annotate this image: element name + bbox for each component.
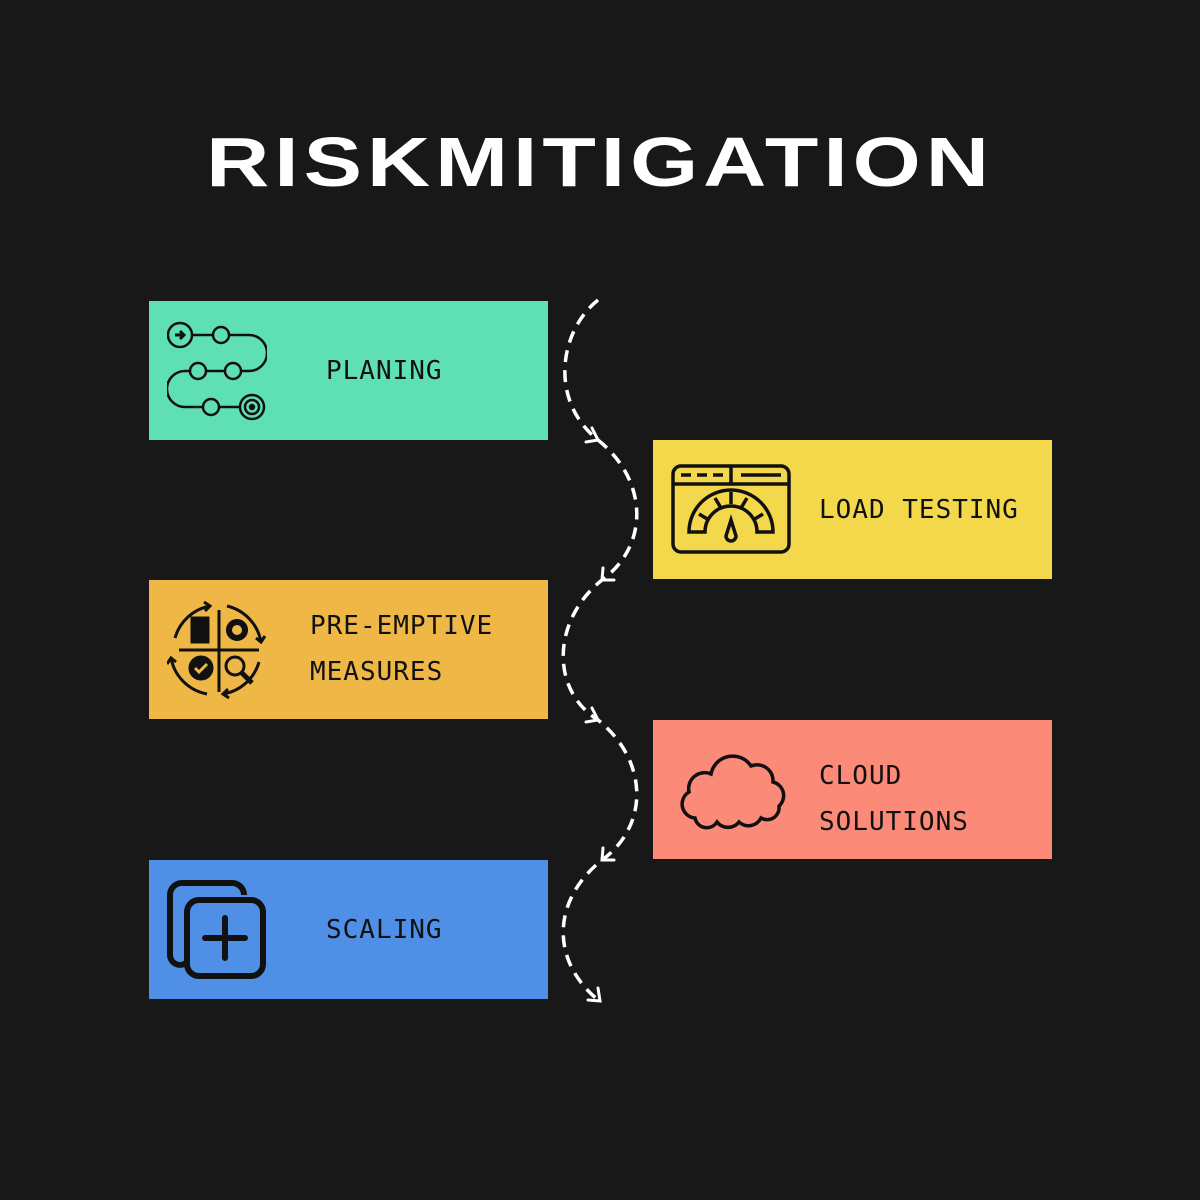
step-pre-emptive-measures: PRE-EMPTIVE MEASURES (149, 580, 548, 719)
step-planing: PLANING (149, 301, 548, 440)
roadmap-icon (167, 321, 267, 421)
add-copy-icon (167, 880, 266, 979)
step-label: CLOUD SOLUTIONS (819, 761, 969, 837)
step-cloud-solutions: CLOUD SOLUTIONS (653, 720, 1052, 859)
page-title: RISKMITIGATION (206, 123, 994, 201)
step-label: SCALING (326, 915, 443, 945)
step-label: PRE-EMPTIVE MEASURES (310, 611, 494, 687)
step-scaling: SCALING (149, 860, 548, 999)
speedometer-icon (671, 464, 791, 554)
step-load-testing: LOAD TESTING (653, 440, 1052, 579)
cloud-icon (680, 754, 786, 830)
step-label: LOAD TESTING (819, 495, 1019, 525)
process-cycle-icon (167, 600, 267, 700)
step-label: PLANING (326, 356, 443, 386)
